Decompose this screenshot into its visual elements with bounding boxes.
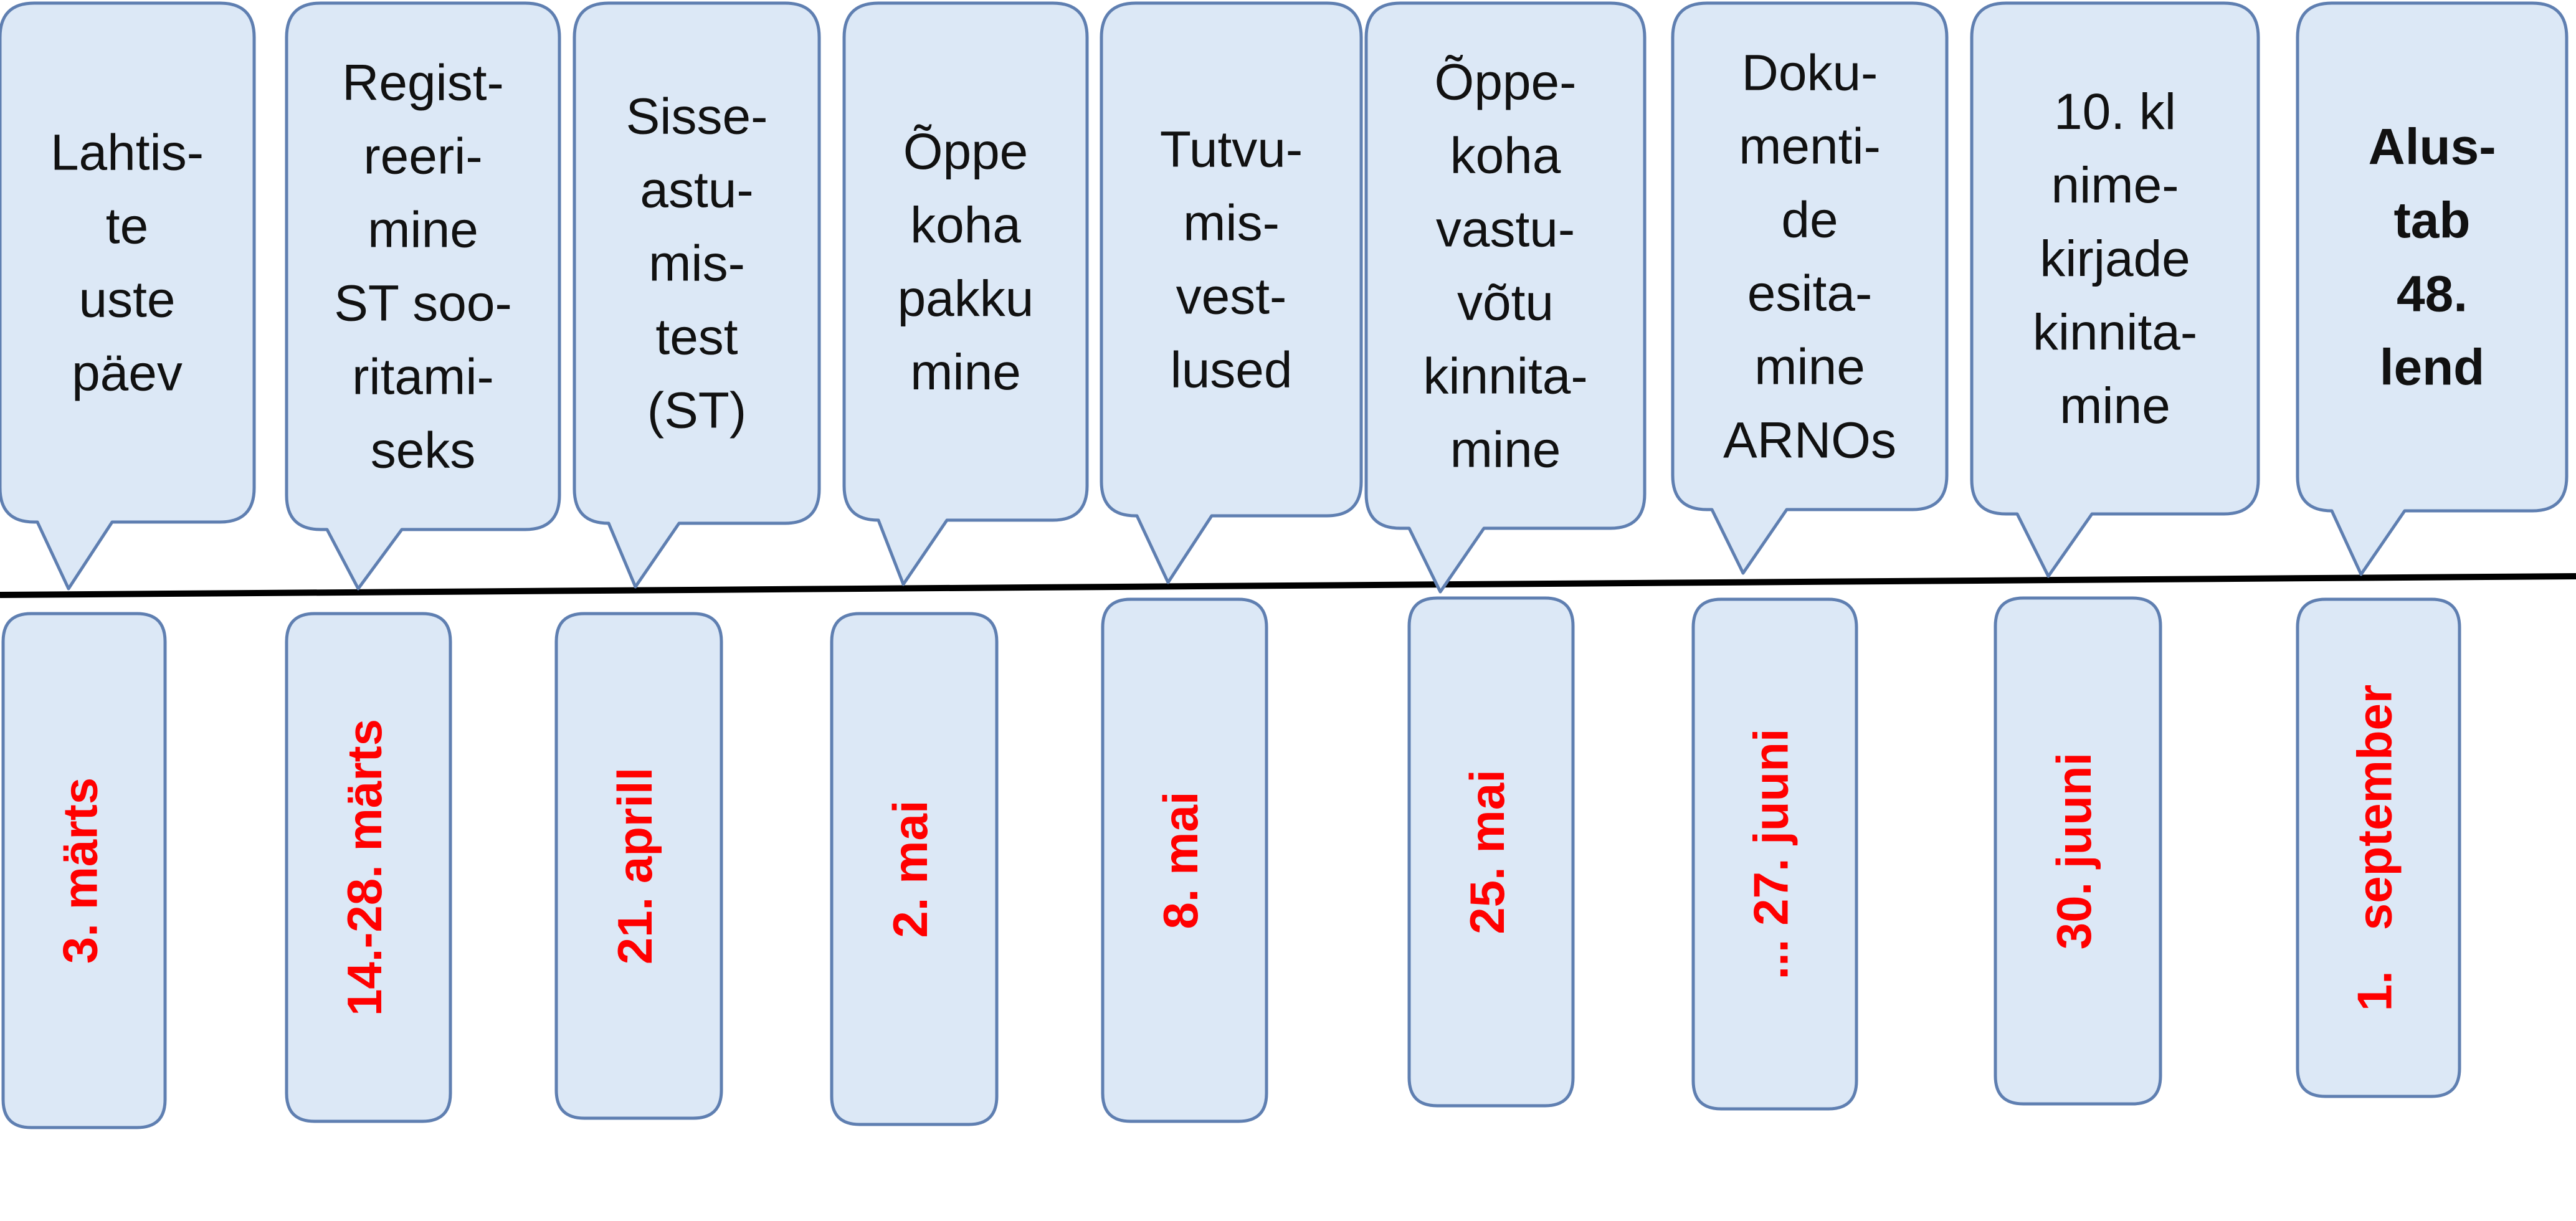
event-label-line: esita-	[1747, 265, 1873, 322]
timeline-event: Lahtis-te uste päev 3. märts	[0, 1, 256, 1129]
date-box	[1691, 597, 1858, 1111]
event-label-line: ST soo-	[334, 275, 512, 332]
event-label-line: mine	[1754, 339, 1865, 396]
event-callout	[1100, 1, 1363, 584]
event-label-line: Sisse-	[626, 88, 768, 145]
timeline-event: Õppe-koha vastu-võtu kinnita-mine 25. mai	[1364, 1, 1647, 1108]
event-label-line: mine	[368, 202, 478, 259]
event-callout	[1970, 1, 2260, 578]
event-callout	[1671, 1, 1949, 575]
event-date: 8. mai	[1153, 791, 1208, 929]
event-label-line: nime-	[2051, 157, 2179, 214]
date-box	[830, 612, 999, 1126]
event-callout	[842, 1, 1089, 586]
date-box	[554, 612, 723, 1120]
event-label-line: reeri-	[363, 128, 482, 185]
event-date: 3. märts	[53, 777, 108, 964]
date-box	[1407, 596, 1575, 1108]
event-label-line: Regist-	[342, 55, 504, 112]
event-label-line: kinnita-	[2033, 304, 2197, 361]
event-label-line: päev	[72, 345, 183, 402]
event-label-line: de	[1781, 192, 1838, 249]
event-label-line: tab	[2394, 192, 2471, 249]
event-label-line: koha	[1450, 128, 1561, 184]
event-label-line: kinnita-	[1423, 348, 1587, 405]
event-label-line: mis-	[1183, 195, 1280, 252]
event-label-line: ritami-	[352, 349, 494, 406]
event-label-line: mine	[910, 344, 1021, 401]
timeline-event: Alus-tab 48. lend 1. september	[2296, 1, 2569, 1098]
event-date: 2. mai	[883, 800, 938, 938]
event-label-line: kirjade	[2040, 230, 2190, 287]
timeline-event: Tutvu-mis-vest-lused 8. mai	[1100, 1, 1363, 1123]
event-label-line: vest-	[1176, 268, 1287, 325]
timeline-event: 10. kl nime-kirjade kinnita-mine 30. juuni	[1970, 1, 2260, 1106]
date-box	[1994, 596, 2162, 1106]
event-label-line: pakku	[898, 270, 1034, 327]
event-date: ... 27. juuni	[1744, 728, 1799, 979]
timeline-event: Õppe koha pakku mine 2. mai	[830, 1, 1089, 1126]
date-box	[1, 612, 167, 1129]
date-box	[285, 612, 452, 1123]
event-label-line: vastu-	[1436, 201, 1575, 258]
event-label-line: 48.	[2397, 266, 2468, 323]
event-label-line: Õppe-	[1435, 54, 1577, 111]
event-label-line: koha	[910, 197, 1021, 254]
event-date: 30. juuni	[2046, 753, 2101, 949]
event-label-line: seks	[371, 422, 476, 479]
event-label-line: 10. kl	[2054, 83, 2176, 140]
event-label-line: lused	[1170, 342, 1292, 399]
date-box	[1101, 597, 1268, 1123]
event-label-line: Õppe	[903, 123, 1029, 180]
event-callout	[285, 1, 561, 591]
event-date: 21. aprill	[607, 767, 662, 965]
event-callout	[0, 1, 256, 591]
event-callout	[573, 1, 821, 589]
event-label-line: (ST)	[647, 382, 746, 439]
event-label-line: test	[655, 309, 738, 366]
event-label-line: Doku-	[1742, 45, 1878, 102]
date-box	[2296, 597, 2461, 1098]
event-label-line: lend	[2380, 340, 2485, 396]
event-label-line: uste	[79, 272, 176, 328]
event-label-line: te	[106, 198, 148, 255]
event-date: 25. mai	[1460, 769, 1514, 934]
event-label-line: mis-	[649, 235, 745, 292]
event-label-line: astu-	[640, 162, 753, 219]
event-label-line: ARNOs	[1723, 412, 1896, 469]
event-date: 1. september	[2347, 685, 2402, 1012]
timeline-event: Regist-reeri-mine ST soo-ritami-seks 14.-2…	[285, 1, 561, 1123]
event-date: 14.-28. märts	[337, 719, 392, 1016]
event-label-line: Alus-	[2369, 119, 2496, 176]
timeline-axis	[0, 573, 2576, 598]
event-label-line: Lahtis-	[50, 125, 204, 181]
event-label-line: võtu	[1457, 275, 1554, 331]
event-label-line: mine	[2060, 378, 2170, 434]
timeline-event: Sisse-astu-mis-test (ST) 21. aprill	[554, 1, 821, 1120]
event-label-line: mine	[1450, 422, 1561, 478]
event-label-line: Tutvu-	[1160, 121, 1303, 178]
event-callout	[1364, 1, 1647, 594]
event-label-line: menti-	[1739, 118, 1881, 175]
event-callout	[2296, 1, 2569, 576]
